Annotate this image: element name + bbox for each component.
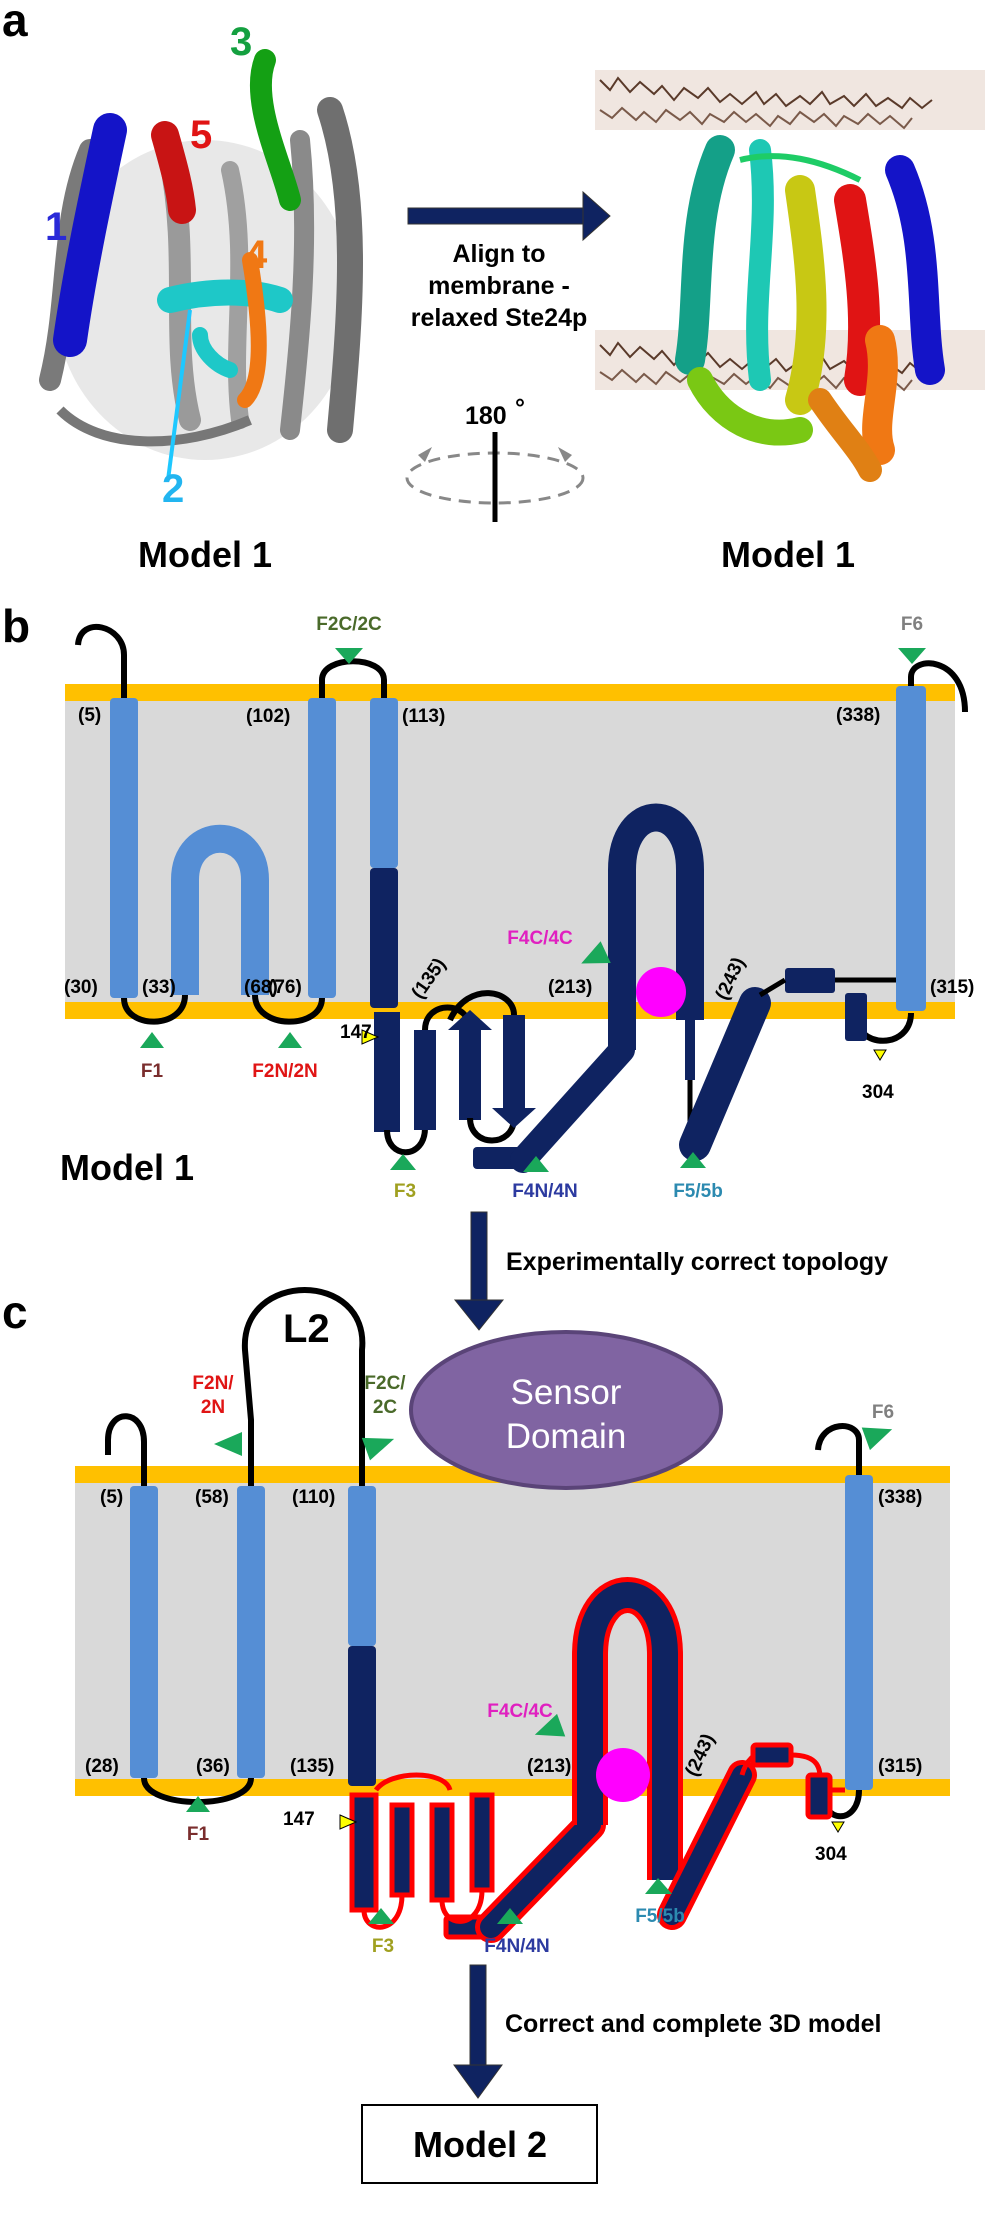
active-site-c [596, 1748, 650, 1802]
panel-a-model-right: Model 1 [721, 534, 855, 575]
model2-label: Model 2 [413, 2124, 547, 2165]
c-res-36: (36) [196, 1756, 230, 1777]
c-res-5: (5) [100, 1487, 123, 1508]
helix-number-3: 3 [230, 20, 252, 64]
rotation-degrees: 180 [465, 402, 507, 430]
b-res-5: (5) [78, 705, 101, 726]
flag-c-F4C: F4C/4C [487, 1701, 553, 1722]
marker-147-b [361, 1029, 380, 1045]
flag-c-F2C-line2: 2C [373, 1397, 398, 1418]
sensor-text-line1: Sensor [511, 1373, 622, 1412]
arrow-c-model2-text: Correct and complete 3D model [505, 2010, 881, 2038]
flag-b-F5: F5/5b [673, 1181, 723, 1202]
model1-right-structure [595, 70, 985, 482]
flag-c-F4N: F4N/4N [484, 1936, 549, 1957]
align-arrow [407, 190, 611, 242]
b-res-315: (315) [930, 977, 974, 998]
label-304-c: 304 [815, 1844, 847, 1865]
rotation-icon [405, 432, 585, 522]
sensor-text-line2: Domain [506, 1417, 627, 1456]
c-res-110: (110) [292, 1487, 335, 1508]
b-res-113: (113) [402, 706, 445, 727]
align-text-line1: Align to [452, 240, 545, 268]
loop-label-L2: L2 [283, 1307, 330, 1351]
rotation-unit: ° [515, 394, 525, 422]
b-res-33: (33) [142, 977, 176, 998]
b-res-30: (30) [64, 977, 98, 998]
arrow-c-to-model2 [453, 1964, 503, 2099]
flag-b-F6: F6 [901, 614, 923, 635]
flag-b-F3: F3 [394, 1181, 416, 1202]
b-res-68: (68) [244, 977, 278, 998]
b-res-102: (102) [246, 706, 290, 727]
flag-b-F1: F1 [141, 1061, 164, 1082]
helix-number-5: 5 [190, 113, 212, 157]
c-res-28: (28) [85, 1756, 119, 1777]
c-res-315: (315) [878, 1756, 922, 1777]
tm-helices-b [110, 686, 926, 1011]
marker-147-c [339, 1814, 358, 1830]
panel-b-letter: b [2, 600, 30, 652]
panel-b-model: Model 1 [60, 1147, 194, 1188]
label-304-b: 304 [862, 1082, 894, 1103]
flag-c-F3: F3 [372, 1936, 394, 1957]
helix-number-2: 2 [162, 467, 184, 511]
flag-c-F2N-line1: F2N/ [192, 1373, 234, 1394]
b-res-213: (213) [548, 977, 592, 998]
panel-c-letter: c [2, 1286, 28, 1338]
main-domain-c [475, 1577, 845, 1943]
flag-b-F2N: F2N/2N [252, 1061, 317, 1082]
label-147-c: 147 [283, 1809, 315, 1830]
flag-b-F2C: F2C/2C [316, 614, 382, 635]
membrane-c [75, 1466, 950, 1796]
panel-a-model-left: Model 1 [138, 534, 272, 575]
flag-c-F2C-line1: F2C/ [364, 1373, 406, 1394]
c-res-213: (213) [527, 1756, 571, 1777]
tm-helices-c [130, 1475, 873, 1790]
dark-domain-c [349, 1772, 495, 1940]
c-res-338: (338) [878, 1487, 922, 1508]
label-147-b: 147 [340, 1022, 372, 1043]
helix-number-4: 4 [245, 233, 268, 277]
align-text-line3: relaxed Ste24p [411, 304, 588, 332]
arrow-bc-text: Experimentally correct topology [506, 1248, 888, 1276]
flags-c [186, 1427, 893, 1924]
arrow-b-to-c [453, 1211, 505, 1331]
flag-c-F1: F1 [187, 1824, 210, 1845]
panel-a-letter: a [2, 0, 28, 46]
flag-c-F6: F6 [872, 1402, 894, 1423]
model1-left-structure [39, 49, 363, 481]
b-res-76: (76) [268, 977, 302, 998]
marker-304-b [873, 1049, 887, 1061]
active-site-b [636, 967, 686, 1017]
model2-box [361, 2104, 598, 2184]
flag-b-F4N: F4N/4N [512, 1181, 577, 1202]
helix-number-1: 1 [45, 205, 67, 249]
c-res-58: (58) [195, 1487, 229, 1508]
flag-c-F5: F5/5b [635, 1906, 685, 1927]
align-text-line2: membrane - [428, 272, 570, 300]
flag-b-F4C: F4C/4C [507, 928, 573, 949]
flag-c-F2N-line2: 2N [201, 1397, 225, 1418]
b-res-338: (338) [836, 705, 880, 726]
dark-domain-b [374, 803, 896, 1173]
flags-b [140, 648, 926, 1172]
c-res-135: (135) [290, 1756, 334, 1777]
sensor-domain [409, 1330, 723, 1490]
marker-304-c [831, 1821, 845, 1833]
